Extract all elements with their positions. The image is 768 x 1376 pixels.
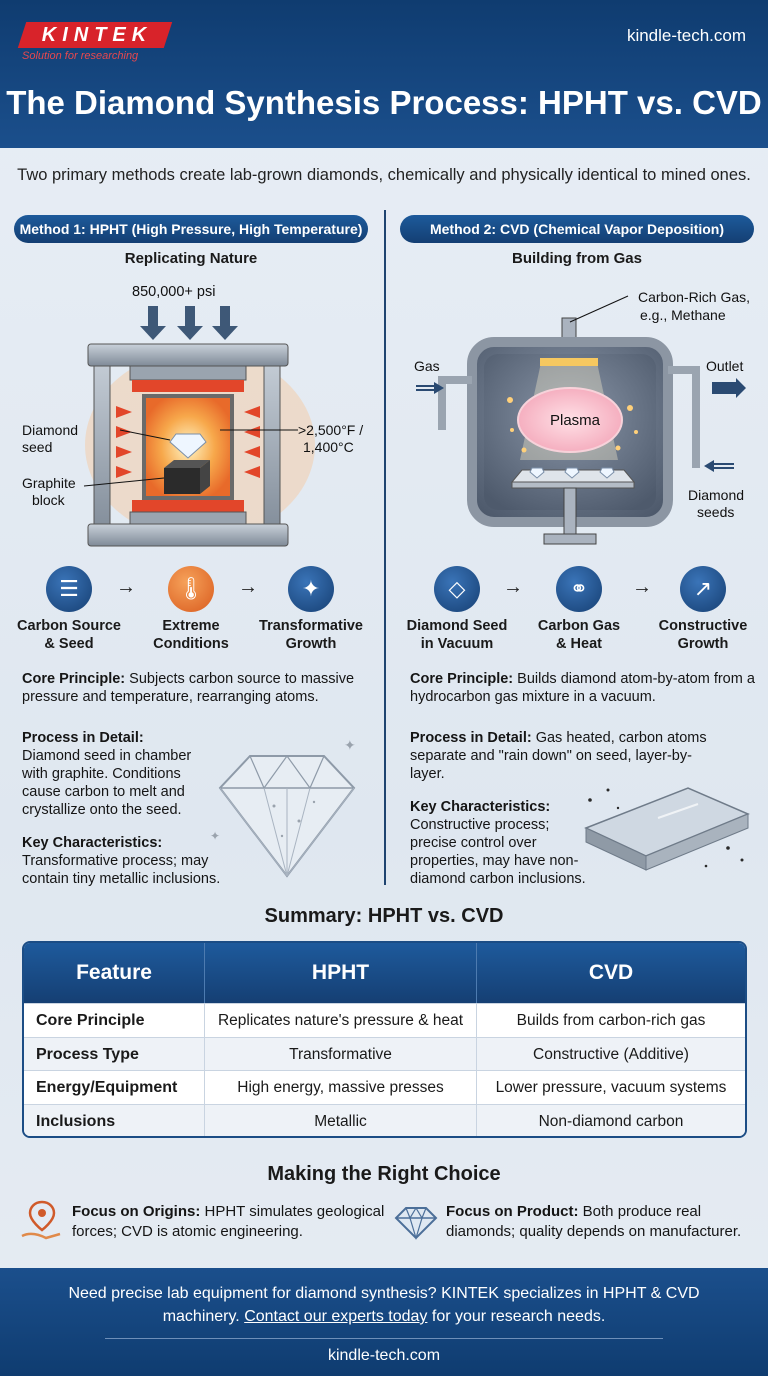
diamond-outline-icon bbox=[394, 1206, 438, 1240]
diamond-seed-label-line2: seed bbox=[22, 439, 53, 455]
location-hand-icon bbox=[21, 1200, 61, 1240]
temperature-label-line2: 1,400°C bbox=[303, 439, 354, 455]
diamond-illustration: ✦ ✦ bbox=[210, 738, 356, 878]
summary-title: Summary: HPHT vs. CVD bbox=[264, 905, 504, 927]
hpht-press-diagram bbox=[83, 306, 315, 547]
cvd-key-characteristics: Key Characteristics:Constructive process… bbox=[410, 799, 586, 887]
graphite-block-label-line2: block bbox=[32, 492, 65, 508]
hpht-step-1-label: Carbon Source& Seed bbox=[17, 618, 121, 652]
gas-source-label-line1: Carbon-Rich Gas, bbox=[638, 289, 751, 305]
table-cell: Inclusions bbox=[24, 1104, 205, 1136]
table-cell: Metallic bbox=[205, 1104, 477, 1136]
hpht-subtitle: Replicating Nature bbox=[124, 250, 258, 267]
table-cell: Core Principle bbox=[24, 1004, 205, 1037]
plasma-label: Plasma bbox=[550, 412, 601, 429]
outlet-label: Outlet bbox=[706, 358, 744, 374]
layers-icon: ☰ bbox=[46, 566, 92, 612]
svg-text:✦: ✦ bbox=[344, 738, 356, 754]
growth-chart-icon: ↗ bbox=[680, 566, 726, 612]
table-cell: Energy/Equipment bbox=[24, 1071, 205, 1104]
table-cell: Process Type bbox=[24, 1037, 205, 1070]
logo[interactable]: KINTEK bbox=[41, 24, 153, 46]
table-row: Process Type Transformative Constructive… bbox=[24, 1036, 745, 1070]
cvd-method-pill: Method 2: CVD (Chemical Vapor Deposition… bbox=[400, 215, 754, 243]
cvd-step-2-label: Carbon Gas& Heat bbox=[537, 618, 621, 652]
diamond-seeds-label-line1: Diamond bbox=[688, 487, 745, 503]
step-arrow-icon: → bbox=[116, 576, 136, 598]
site-link[interactable]: kindle-tech.com bbox=[626, 26, 746, 45]
header: KINTEK Solution for researching kindle-t… bbox=[0, 0, 768, 148]
cvd-core-principle: Core Principle: Builds diamond atom-by-a… bbox=[410, 671, 755, 705]
intro-text: Two primary methods create lab-grown dia… bbox=[17, 166, 751, 184]
cvd-process-detail: Process in Detail: Gas heated, carbon at… bbox=[410, 730, 707, 782]
step-arrow-icon: → bbox=[632, 576, 652, 598]
table-cell: Transformative bbox=[205, 1037, 477, 1070]
table-row: Inclusions Metallic Non-diamond carbon bbox=[24, 1103, 745, 1136]
diamond-icon: ◇ bbox=[434, 566, 480, 612]
graphite-block-label-line1: Graphite bbox=[22, 475, 76, 491]
hpht-key-characteristics: Key Characteristics:Transformative proce… bbox=[22, 835, 221, 887]
temperature-label-line1: >2,500°F / bbox=[298, 422, 364, 438]
focus-product: Focus on Product: Both produce real diam… bbox=[446, 1203, 742, 1240]
diamond-film-illustration bbox=[584, 787, 750, 871]
footer: Need precise lab equipment for diamond s… bbox=[0, 1268, 768, 1376]
table-cell: Constructive (Additive) bbox=[533, 1045, 689, 1063]
gas-source-label-line2: e.g., Methane bbox=[640, 307, 726, 323]
molecule-icon: ⚭ bbox=[556, 566, 602, 612]
svg-text:✦: ✦ bbox=[210, 829, 220, 843]
contact-experts-link[interactable]: Contact our experts today bbox=[244, 1308, 428, 1325]
choice-title: Making the Right Choice bbox=[267, 1163, 501, 1185]
table-header-cell: HPHT bbox=[205, 943, 477, 1003]
cvd-subtitle: Building from Gas bbox=[511, 250, 642, 267]
table-cell: High energy, massive presses bbox=[205, 1071, 477, 1104]
table-row: Energy/Equipment High energy, massive pr… bbox=[24, 1070, 745, 1104]
table-cell: Lower pressure, vacuum systems bbox=[495, 1079, 727, 1096]
logo-tagline: Solution for researching bbox=[22, 50, 139, 62]
summary-table: Feature HPHT CVD Core Principle Replicat… bbox=[22, 941, 747, 1138]
column-divider bbox=[384, 210, 386, 885]
footer-message: Need precise lab equipment for diamond s… bbox=[68, 1285, 700, 1325]
cvd-reactor-diagram bbox=[416, 295, 746, 545]
gas-inlet-label: Gas bbox=[414, 358, 440, 374]
table-cell: Replicates nature's pressure & heat bbox=[205, 1004, 477, 1037]
footer-site-link[interactable]: kindle-tech.com bbox=[327, 1347, 441, 1364]
table-header-cell: Feature bbox=[24, 943, 205, 1003]
diamond-seed-label-line1: Diamond bbox=[22, 422, 79, 438]
thermometer-icon: 🌡 bbox=[168, 566, 214, 612]
step-arrow-icon: → bbox=[503, 576, 523, 598]
table-row: Core Principle Replicates nature's press… bbox=[24, 1003, 745, 1037]
page-title: The Diamond Synthesis Process: HPHT vs. … bbox=[6, 84, 762, 121]
hpht-core-principle: Core Principle: Subjects carbon source t… bbox=[22, 671, 355, 705]
step-arrow-icon: → bbox=[238, 576, 258, 598]
focus-origins: Focus on Origins: HPHT simulates geologi… bbox=[72, 1203, 385, 1240]
table-cell: Builds from carbon-rich gas bbox=[516, 1012, 706, 1029]
footer-divider bbox=[105, 1338, 663, 1339]
diamond-seeds-label-line2: seeds bbox=[697, 504, 735, 520]
table-cell: Non-diamond carbon bbox=[538, 1112, 684, 1130]
hpht-process-detail: Process in Detail:Diamond seed in chambe… bbox=[22, 730, 192, 818]
table-header: Feature HPHT CVD bbox=[24, 943, 745, 1003]
pressure-label: 850,000+ psi bbox=[132, 284, 216, 300]
sparkle-icon: ✦ bbox=[288, 566, 334, 612]
hpht-method-pill: Method 1: HPHT (High Pressure, High Temp… bbox=[14, 215, 368, 243]
table-header-cell: CVD bbox=[588, 961, 634, 984]
